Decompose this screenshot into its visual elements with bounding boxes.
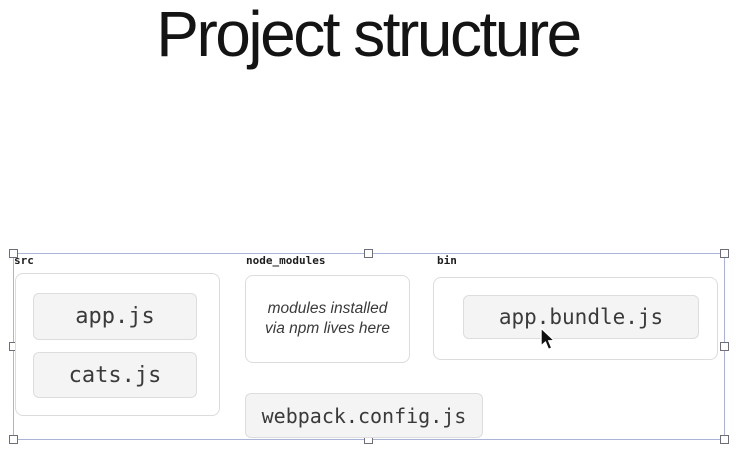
file-node-app-bundle-js[interactable]: app.bundle.js xyxy=(463,295,699,339)
file-node-cats-js[interactable]: cats.js xyxy=(33,352,197,398)
group-label-src: src xyxy=(14,254,34,267)
page-title: Project structure xyxy=(156,0,582,70)
file-node-webpack-config-js[interactable]: webpack.config.js xyxy=(245,393,483,438)
selection-region[interactable] xyxy=(9,249,729,444)
selection-handle-middle-right[interactable] xyxy=(720,341,729,351)
selection-handle-bottom-left[interactable] xyxy=(9,435,18,444)
selection-handle-top-left[interactable] xyxy=(9,249,18,258)
group-box-node-modules[interactable]: modules installed via npm lives here xyxy=(245,275,410,363)
file-node-label: app.bundle.js xyxy=(498,305,664,329)
selection-handle-top-center[interactable] xyxy=(364,249,373,258)
file-node-label: app.js xyxy=(75,304,155,329)
note-line: via npm lives here xyxy=(265,320,390,337)
file-node-label: webpack.config.js xyxy=(261,403,467,428)
selection-handle-top-right[interactable] xyxy=(720,249,729,258)
file-node-app-js[interactable]: app.js xyxy=(33,293,197,340)
group-label-node-modules: node_modules xyxy=(246,254,326,267)
file-node-label: cats.js xyxy=(68,362,162,388)
selection-handle-bottom-right[interactable] xyxy=(720,435,729,444)
group-label-bin: bin xyxy=(437,254,457,267)
node-modules-note: modules installed via npm lives here xyxy=(265,299,390,339)
note-line: modules installed xyxy=(267,300,388,318)
